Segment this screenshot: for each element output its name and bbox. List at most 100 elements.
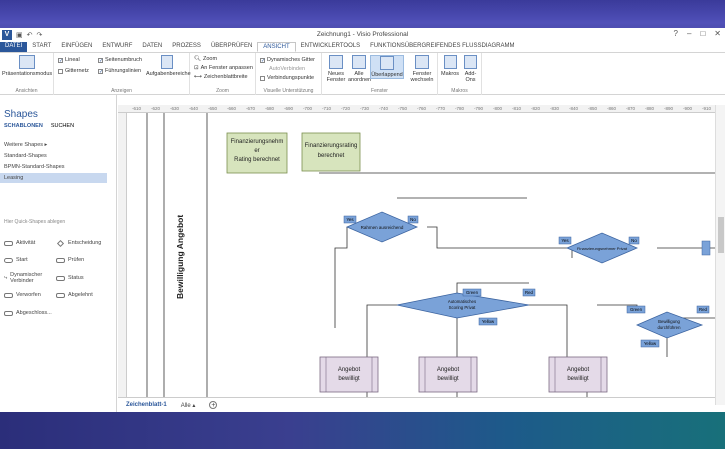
ruler-tick-label: -710 [322,106,332,111]
close-icon[interactable]: ✕ [714,29,721,38]
makros-button[interactable]: Makros [440,55,460,77]
tab-einfuegen[interactable]: EINFÜGEN [61,43,93,49]
ruler-tick-label: -830 [550,106,560,111]
decision-privat[interactable]: Finanzierungsnehmer Privat Yes No [558,232,711,264]
tab-zeichenblatt-1[interactable]: Zeichenblatt-1 [126,402,167,408]
subprocess-angebot-3[interactable]: Angebot bewilligt [548,356,608,393]
new-window-icon [329,55,343,69]
rejected-shape-icon [4,292,13,298]
decision-shape-icon [56,239,65,247]
decision-scoring[interactable]: Automatisches Scoring Privat Green Red Y… [396,288,536,326]
tab-daten[interactable]: DATEN [142,43,163,49]
ruler-tick-label: -850 [588,106,598,111]
zeichenblattbreite-label: Zeichenblattbreite [203,74,248,80]
fuehrungslinien-checkbox[interactable]: ✓Führungslinien [98,68,141,74]
maximize-icon[interactable]: □ [700,29,706,38]
tab-datei[interactable]: DATEI [0,42,28,52]
decision-bewilligung-red: Red [699,307,707,312]
quick-shape-entscheidung[interactable]: Entscheidung [56,239,102,247]
quick-shape-abgelehnt[interactable]: Abgelehnt [56,292,93,298]
group-label-visuelle: Visuelle Unterstützung [263,88,314,94]
tab-start[interactable]: START [32,43,52,49]
vertical-scrollbar[interactable] [715,105,725,405]
tab-ansicht[interactable]: ANSICHT [257,42,296,52]
subprocess-2-line2: bewilligt [437,376,459,382]
vertical-scroll-thumb[interactable] [718,217,724,253]
gitternetz-checkbox[interactable]: Gitternetz [58,68,89,74]
quick-shape-abgeschlossen[interactable]: Abgeschloss... [4,310,52,316]
stencil-leasing[interactable]: Leasing [0,173,107,183]
help-icon[interactable]: ? [673,29,678,38]
zoom-button[interactable]: 🔍︎Zoom [194,56,217,62]
ruler-tick-label: -690 [284,106,294,111]
stencil-standard-shapes[interactable]: Standard-Shapes [4,153,47,159]
quick-shape-start[interactable]: Start [4,257,28,263]
gitternetz-label: Gitternetz [65,68,89,74]
quick-shape-verworfen[interactable]: Verworfen [4,292,41,298]
tab-prozess[interactable]: PROZESS [172,43,201,49]
decision-bewilligung-line2: durchführen [658,325,682,330]
quick-shape-label: Entscheidung [68,240,102,246]
undo-icon[interactable]: ↶ [26,32,33,39]
seitenumbruch-checkbox[interactable]: ✓Seitenumbruch [98,57,142,63]
aufgabenbereiche-button[interactable]: Aufgabenbereiche [146,55,191,77]
neues-fenster-button[interactable]: Neues Fenster [324,55,348,83]
process-box-2[interactable]: Finanzierungsrating berechnet [301,132,361,172]
add-page-icon[interactable]: + [209,401,218,409]
tab-entwurf[interactable]: ENTWURF [102,43,133,49]
addons-button[interactable]: Add-Ons [461,55,480,83]
decision-bewilligung[interactable]: Bewilligung durchführen Green Red Yellow [626,305,710,348]
tab-flussdiagramm[interactable]: FUNKTIONSÜBERGREIFENDES FLUSSDIAGRAMM [370,43,515,49]
diagram-lines [146,113,715,405]
ruler-tick-label: -740 [379,106,389,111]
tab-schablonen[interactable]: SCHABLONEN [4,123,43,129]
subprocess-angebot-1[interactable]: Angebot bewilligt [319,356,379,393]
shapes-title: Shapes [4,109,38,120]
praesentationsmodus-button[interactable]: Präsentationsmodus [2,55,52,77]
autoverbinden-checkbox[interactable]: AutoVerbinden [269,66,305,72]
lineal-checkbox[interactable]: ✓Lineal [58,57,80,63]
praesentationsmodus-label: Präsentationsmodus [2,71,53,77]
quick-shape-verbinder[interactable]: ⤷Dynamischer Verbinder [4,272,52,284]
process-box-1[interactable]: Finanzierungsnehm er Rating berechnet [226,132,288,174]
quick-shape-pruefen[interactable]: Prüfen [56,257,84,263]
shapes-panel: Shapes SCHABLONEN SUCHEN Weitere Shapes … [0,95,117,412]
an-fenster-anpassen-button[interactable]: ⊡An Fenster anpassen [194,65,253,71]
ruler-tick-label: -670 [246,106,256,111]
arrange-icon [352,55,366,69]
fenster-wechseln-button[interactable]: Fenster wechseln [408,55,436,83]
quick-shape-status[interactable]: Status [56,275,84,281]
ruler-tick-label: -860 [607,106,617,111]
group-label-anzeigen: Anzeigen [111,88,132,94]
declined-shape-icon [56,292,65,298]
ruler-tick-label: -910 [702,106,712,111]
stencil-weitere-shapes[interactable]: Weitere Shapes ▸ [4,142,48,148]
fit-window-icon: ⊡ [194,65,199,71]
group-makros: Makros Add-Ons Makros [438,53,482,95]
group-ansichten: Präsentationsmodus Ansichten [0,53,54,95]
tab-ueberpruefen[interactable]: ÜBERPRÜFEN [210,43,253,49]
save-icon[interactable]: ▣ [16,32,23,39]
stencil-bpmn[interactable]: BPMN-Standard-Shapes [4,164,65,170]
tab-entwicklertools[interactable]: ENTWICKLERTOOLS [300,43,361,49]
ruler-tick-label: -780 [455,106,465,111]
minimize-icon[interactable]: – [687,29,692,38]
subprocess-angebot-2[interactable]: Angebot bewilligt [418,356,478,393]
zeichenblattbreite-button[interactable]: ⟷Zeichenblattbreite [194,74,248,80]
dyn-gitter-checkbox[interactable]: ✓Dynamisches Gitter [260,57,315,63]
verbindungspunkte-checkbox[interactable]: Verbindungspunkte [260,75,314,81]
activity-shape-icon [4,240,13,246]
ueberlappend-button[interactable]: Überlappend [370,55,404,79]
decision-rahmen[interactable]: Rahmen ausreichend Yes No [343,211,419,243]
ruler-tick-label: -720 [341,106,351,111]
redo-icon[interactable]: ↷ [36,32,43,39]
tab-suchen[interactable]: SUCHEN [50,123,75,129]
quick-shape-aktivitaet[interactable]: Aktivität [4,240,35,246]
ruler-tick-label: -890 [664,106,674,111]
alle-anordnen-button[interactable]: Alle anordnen [348,55,371,83]
all-pages-button[interactable]: Alle ▴ [180,402,196,409]
drawing-canvas[interactable]: -610-620-630-640-650-660-670-680-690-700… [118,95,715,405]
ruler-tick-label: -680 [265,106,275,111]
visio-logo-icon: V [2,30,12,40]
diagram-page[interactable]: Bewilligung Angebot Finanzierungsnehm er… [127,113,715,405]
